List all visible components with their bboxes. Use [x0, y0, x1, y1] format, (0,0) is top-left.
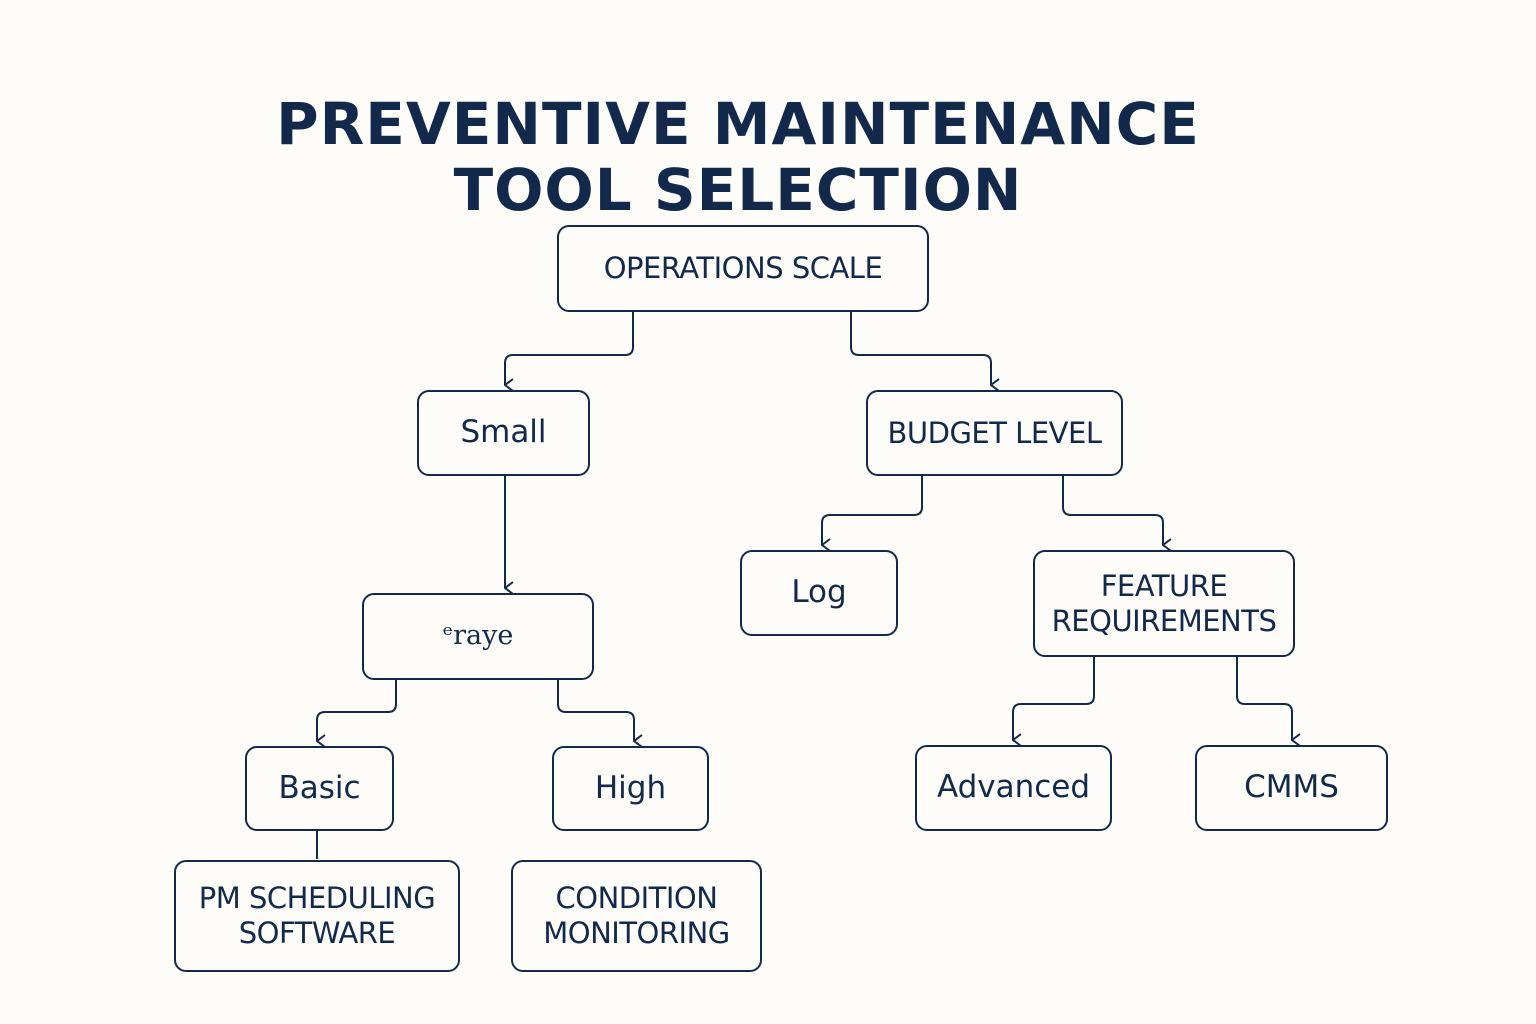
node-label: Basic: [278, 769, 361, 806]
edge-feature-to-advanced: [1012, 657, 1095, 740]
node-label: Small: [460, 414, 547, 451]
node-label: Advanced: [936, 769, 1091, 806]
node-budget-level: BUDGET LEVEL: [866, 390, 1123, 476]
node-label: ᵉraye: [442, 620, 514, 652]
node-feature-requirements: FEATURE REQUIREMENTS: [1033, 550, 1295, 657]
node-label: BUDGET LEVEL: [887, 415, 1102, 450]
node-basic: Basic: [245, 746, 394, 831]
edge-budget-to-log: [821, 476, 923, 545]
diagram-title: PREVENTIVE MAINTENANCE TOOL SELECTION: [0, 91, 1476, 223]
node-label: CMMS: [1244, 769, 1339, 806]
node-log: Log: [740, 550, 898, 636]
node-cmms: CMMS: [1195, 745, 1388, 831]
edge-raye-to-high: [557, 680, 634, 741]
node-label: PM SCHEDULING SOFTWARE: [198, 881, 436, 950]
edge-operations-to-small: [504, 312, 634, 385]
node-label: CONDITION MONITORING: [543, 881, 730, 950]
title-line-1: PREVENTIVE MAINTENANCE: [276, 89, 1200, 158]
node-small: Small: [417, 390, 590, 476]
title-line-2: TOOL SELECTION: [453, 155, 1023, 224]
node-label: OPERATIONS SCALE: [603, 251, 883, 286]
edge-feature-to-cmms: [1236, 657, 1292, 740]
edge-operations-to-budget: [850, 312, 991, 385]
node-advanced: Advanced: [915, 745, 1112, 831]
node-operations-scale: OPERATIONS SCALE: [557, 225, 929, 312]
edge-budget-to-feature: [1062, 476, 1163, 545]
node-pm-scheduling-software: PM SCHEDULING SOFTWARE: [174, 860, 460, 972]
node-label: Log: [791, 574, 847, 611]
node-label: High: [594, 769, 667, 806]
node-label: FEATURE REQUIREMENTS: [1051, 568, 1277, 638]
node-raye: ᵉraye: [362, 593, 594, 680]
node-high: High: [552, 746, 709, 831]
edge-raye-to-basic: [316, 680, 397, 741]
node-condition-monitoring: CONDITION MONITORING: [511, 860, 762, 972]
